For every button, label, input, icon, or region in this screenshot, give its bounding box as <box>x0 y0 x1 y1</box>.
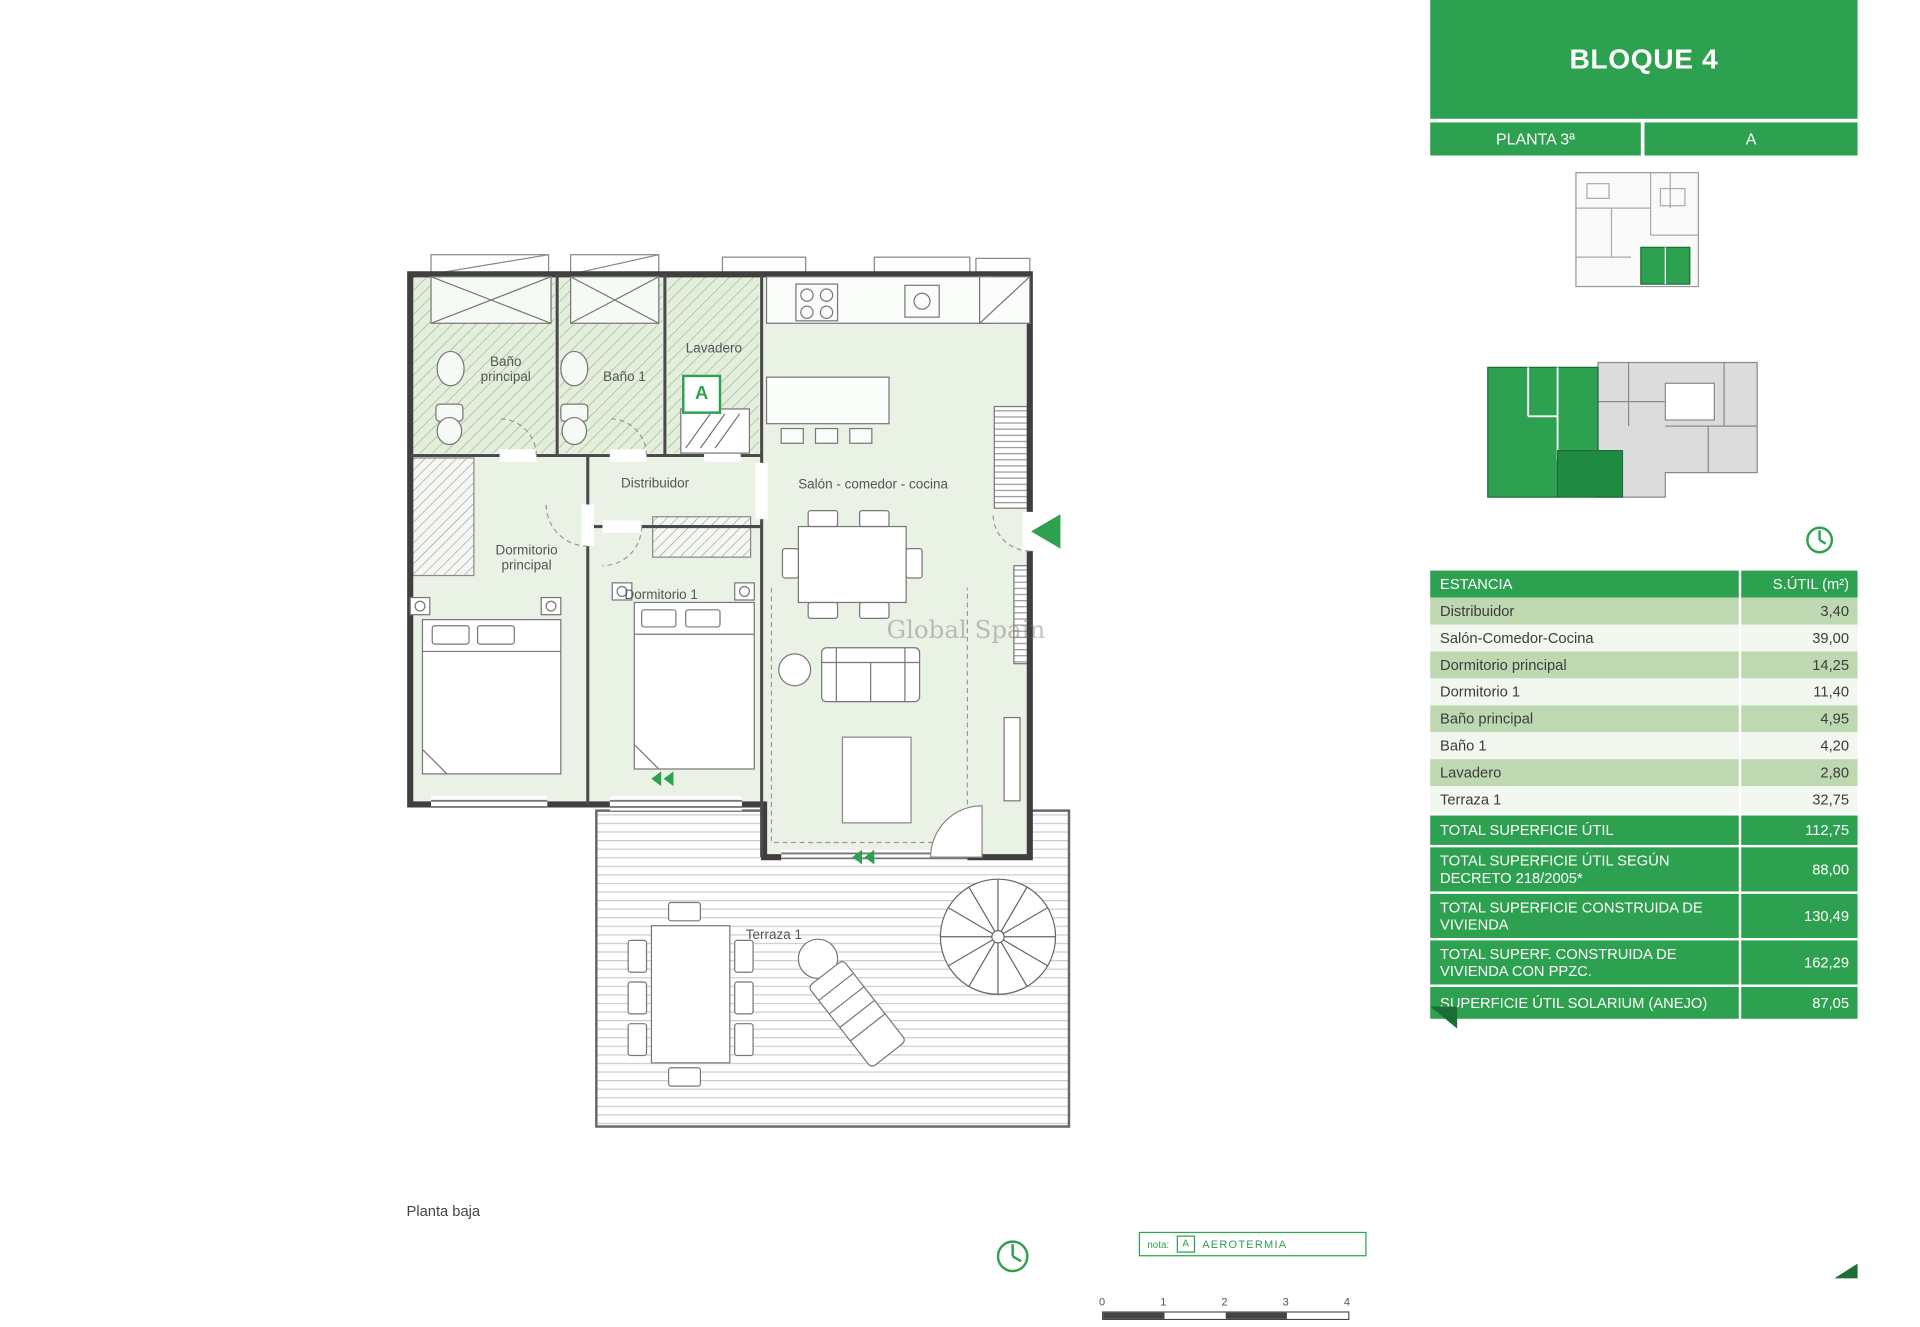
room-label-dormitorio-principal: Dormitorio principal <box>495 543 558 574</box>
area-table: ESTANCIA S.ÚTIL (m²) Distribuidor 3,40 S… <box>1430 570 1858 1019</box>
scale-tick: 2 <box>1221 1295 1228 1308</box>
total-value: 112,75 <box>1741 815 1858 845</box>
total-label: TOTAL SUPERFICIE ÚTIL <box>1430 815 1739 845</box>
total-row: TOTAL SUPERFICIE CONSTRUIDA DE VIVIENDA … <box>1430 893 1858 938</box>
room-label-lavadero: Lavadero <box>685 341 742 357</box>
room-label-distribuidor: Distribuidor <box>621 476 690 492</box>
scale-tick: 3 <box>1282 1295 1289 1308</box>
table-header-row: ESTANCIA S.ÚTIL (m²) <box>1430 570 1858 598</box>
row-label: Dormitorio principal <box>1430 651 1739 679</box>
floorplate-diagram <box>1482 353 1764 510</box>
total-label: TOTAL SUPERFICIE ÚTIL SEGÚN DECRETO 218/… <box>1430 847 1739 892</box>
sidebar-fold <box>1430 1006 1459 1031</box>
note-prefix: nota: <box>1147 1238 1170 1250</box>
note-box: nota: A AEROTERMIA <box>1138 1231 1367 1257</box>
row-value: 14,25 <box>1741 651 1858 679</box>
total-value: 130,49 <box>1741 893 1858 938</box>
row-value: 4,20 <box>1741 732 1858 760</box>
total-label: SUPERFICIE ÚTIL SOLARIUM (ANEJO) <box>1430 986 1739 1019</box>
note-text: AEROTERMIA <box>1202 1237 1288 1251</box>
table-row: Baño principal 4,95 <box>1430 705 1858 733</box>
col-sutil: S.ÚTIL (m²) <box>1741 570 1858 598</box>
table-row: Salón-Comedor-Cocina 39,00 <box>1430 624 1858 652</box>
corner-mark <box>1832 1261 1859 1281</box>
row-label: Baño principal <box>1430 705 1739 733</box>
scale-bar: 0 1 2 3 4 <box>1098 1295 1351 1327</box>
floor-label: Planta baja <box>406 1202 481 1220</box>
scale-tick: 4 <box>1343 1295 1351 1308</box>
page: Baño principal Baño 1 Lavadero Distribui… <box>406 0 1859 1321</box>
table-row: Terraza 1 32,75 <box>1430 786 1858 814</box>
table-row: Lavadero 2,80 <box>1430 759 1858 787</box>
planta-label: PLANTA 3ª <box>1430 122 1641 156</box>
row-label: Baño 1 <box>1430 732 1739 760</box>
watermark: Global Spain <box>886 614 1046 645</box>
floor-plan-drawing <box>407 254 1071 1273</box>
total-row: TOTAL SUPERFICIE ÚTIL SEGÚN DECRETO 218/… <box>1430 847 1858 892</box>
note-badge: A <box>1176 1235 1195 1253</box>
row-value: 39,00 <box>1741 624 1858 652</box>
row-value: 32,75 <box>1741 786 1858 814</box>
row-value: 2,80 <box>1741 759 1858 787</box>
table-row: Dormitorio principal 14,25 <box>1430 651 1858 679</box>
room-label-bano-1: Baño 1 <box>603 369 646 385</box>
sidebar: BLOQUE 4 PLANTA 3ª A <box>1430 0 1858 1053</box>
total-label: TOTAL SUPERF. CONSTRUIDA DE VIVIENDA CON… <box>1430 940 1739 985</box>
north-clock-icon <box>996 1240 1029 1273</box>
row-value: 4,95 <box>1741 705 1858 733</box>
row-value: 3,40 <box>1741 597 1858 625</box>
row-value: 11,40 <box>1741 678 1858 706</box>
entrance-arrow-icon <box>1031 514 1061 549</box>
floor-plan: Baño principal Baño 1 Lavadero Distribui… <box>406 254 1367 1321</box>
row-label: Distribuidor <box>1430 597 1739 625</box>
scale-tick: 1 <box>1160 1295 1167 1308</box>
spiral-stair <box>939 878 1057 995</box>
section-marker-a: A <box>682 374 722 414</box>
row-label: Salón-Comedor-Cocina <box>1430 624 1739 652</box>
clock-icon <box>1804 524 1836 556</box>
total-row: SUPERFICIE ÚTIL SOLARIUM (ANEJO) 87,05 <box>1430 986 1858 1019</box>
scale-bar-segments <box>1102 1311 1350 1321</box>
table-row: Distribuidor 3,40 <box>1430 597 1858 625</box>
block-title: BLOQUE 4 <box>1430 0 1858 119</box>
site-plan-thumbnail <box>1575 171 1702 289</box>
room-label-terraza-1: Terraza 1 <box>745 928 802 943</box>
total-row: TOTAL SUPERFICIE ÚTIL 112,75 <box>1430 815 1858 845</box>
total-value: 162,29 <box>1741 940 1858 985</box>
row-label: Dormitorio 1 <box>1430 678 1739 706</box>
total-value: 87,05 <box>1741 986 1858 1019</box>
row-label: Terraza 1 <box>1430 786 1739 814</box>
total-label: TOTAL SUPERFICIE CONSTRUIDA DE VIVIENDA <box>1430 893 1739 938</box>
room-label-bano-principal: Baño principal <box>480 355 531 385</box>
room-label-salon: Salón - comedor - cocina <box>798 477 948 493</box>
table-row: Dormitorio 1 11,40 <box>1430 678 1858 706</box>
total-value: 88,00 <box>1741 847 1858 892</box>
table-row: Baño 1 4,20 <box>1430 732 1858 760</box>
total-row: TOTAL SUPERF. CONSTRUIDA DE VIVIENDA CON… <box>1430 940 1858 985</box>
room-label-dormitorio-1: Dormitorio 1 <box>624 587 698 603</box>
scale-tick: 0 <box>1098 1295 1106 1308</box>
col-estancia: ESTANCIA <box>1430 570 1739 598</box>
row-label: Lavadero <box>1430 759 1739 787</box>
unit-label: A <box>1644 122 1858 156</box>
